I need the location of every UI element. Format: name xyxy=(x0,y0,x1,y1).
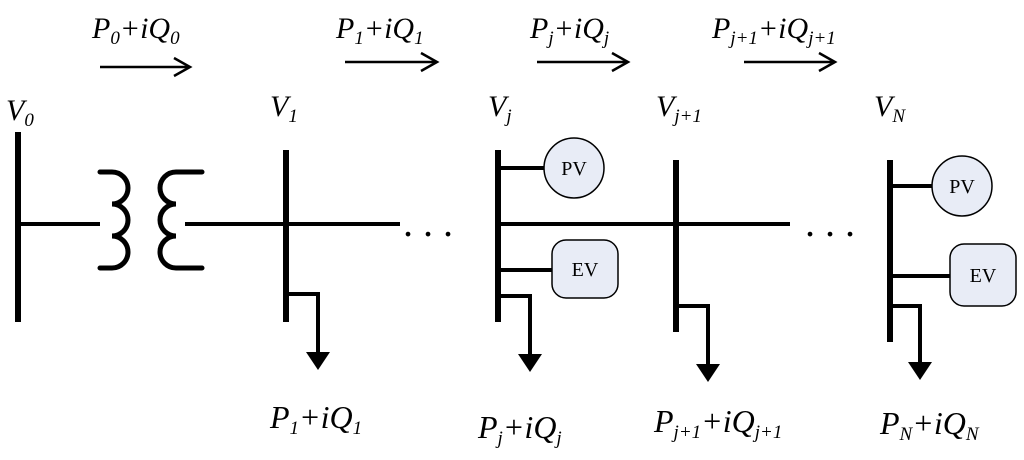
load-label-j: Pj+iQj xyxy=(477,409,562,449)
bus-label-n: VN xyxy=(874,90,906,127)
load-arrow-n xyxy=(890,304,932,380)
load-arrow-j-plus-1 xyxy=(676,304,720,382)
pv-label-bus-n: PV xyxy=(949,176,975,198)
bus-label-j-plus-1: Vj+1 xyxy=(656,90,702,127)
bus-label-j: Vj xyxy=(488,90,512,127)
pv-unit-bus-j: PV xyxy=(498,137,605,199)
flow-arrow-0 xyxy=(100,56,193,78)
load-arrow-1 xyxy=(286,292,330,370)
load-label-j-plus-1: Pj+1+iQj+1 xyxy=(653,403,782,443)
flow-arrow-1 xyxy=(345,51,440,73)
flow-label-j: Pj+iQj xyxy=(529,12,609,49)
ev-unit-bus-n: EV xyxy=(890,243,1017,307)
flow-arrow-j-plus-1 xyxy=(744,51,838,73)
bus-label-0: V0 xyxy=(6,94,34,131)
transformer-icon xyxy=(97,169,205,271)
pv-unit-bus-n: PV xyxy=(890,155,993,217)
flow-arrow-j xyxy=(537,51,631,73)
bus-label-1: V1 xyxy=(270,90,298,127)
ev-label-bus-n: EV xyxy=(970,265,997,287)
ellipsis-2: . . . xyxy=(806,200,856,245)
pv-label-bus-j: PV xyxy=(561,158,587,180)
load-label-n: PN+iQN xyxy=(879,405,980,445)
ellipsis-1: . . . xyxy=(404,200,454,245)
load-label-1: P1+iQ1 xyxy=(269,399,362,439)
flow-label-0: P0+iQ0 xyxy=(91,12,180,49)
ev-unit-bus-j: EV xyxy=(498,239,619,299)
load-arrow-j xyxy=(498,294,542,372)
flow-label-j-plus-1: Pj+1+iQj+1 xyxy=(711,12,836,49)
ev-label-bus-j: EV xyxy=(572,259,599,281)
flow-label-1: P1+iQ1 xyxy=(335,12,424,49)
